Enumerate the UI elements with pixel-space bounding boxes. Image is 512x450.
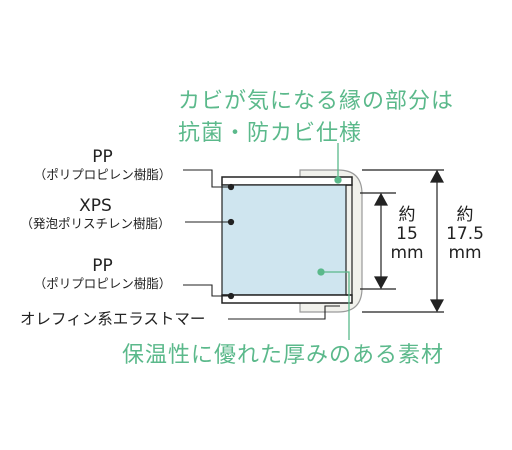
leader-dot-bottom-pp [227,292,235,300]
green-leader-bottom [322,271,350,340]
dim-inner-arrow-top [373,192,389,206]
green-dot-bottom [317,268,325,276]
top-pp-label: PP （ポリプロピレン樹脂） [20,147,185,183]
top-pp-code: PP [92,147,113,167]
leader-top-pp [183,169,230,188]
bottom-pp-layer [221,294,353,304]
dim-outer-label: 約 17.5 mm [440,206,490,263]
mold-resistant-line2: 抗菌・防カビ仕様 [178,121,363,146]
edge-label: オレフィン系エラストマー [20,310,206,328]
leader-edge [228,305,340,320]
insulation-callout: 保温性に優れた厚みのある素材 [122,343,445,368]
mold-resistant-line1: カビが気になる縁の部分は [178,89,455,114]
bottom-pp-label: PP （ポリプロピレン樹脂） [20,256,185,292]
dim-inner-label: 約 15 mm [390,206,424,263]
core-xps-name: （発泡ポリスチレン樹脂） [20,216,171,231]
bottom-pp-name: （ポリプロピレン樹脂） [33,276,172,291]
dim-outer-arrow-bottom [429,299,445,313]
leader-bottom-pp [183,284,230,297]
core-xps-layer [221,184,347,296]
core-xps-code: XPS [79,196,112,216]
dim-outer-arrow-top [429,169,445,183]
leader-dot-top-pp [227,183,235,191]
core-xps-label: XPS （発泡ポリスチレン樹脂） [8,196,183,232]
leader-dot-xps [227,218,235,226]
bottom-pp-code: PP [92,256,113,276]
dim-inner-value: 15 [396,224,418,244]
dim-outer-value: 17.5 [446,224,484,244]
dim-inner-unit: mm [390,243,424,263]
dim-outer-unit: mm [448,243,482,263]
top-pp-layer [221,176,353,186]
top-pp-name: （ポリプロピレン樹脂） [33,167,172,182]
green-dot-top [334,176,342,184]
dim-inner-prefix: 約 [398,205,416,225]
dim-inner-arrow-bottom [373,276,389,290]
dim-outer-prefix: 約 [456,205,474,225]
mold-resistant-callout: カビが気になる縁の部分は 抗菌・防カビ仕様 [178,86,508,150]
